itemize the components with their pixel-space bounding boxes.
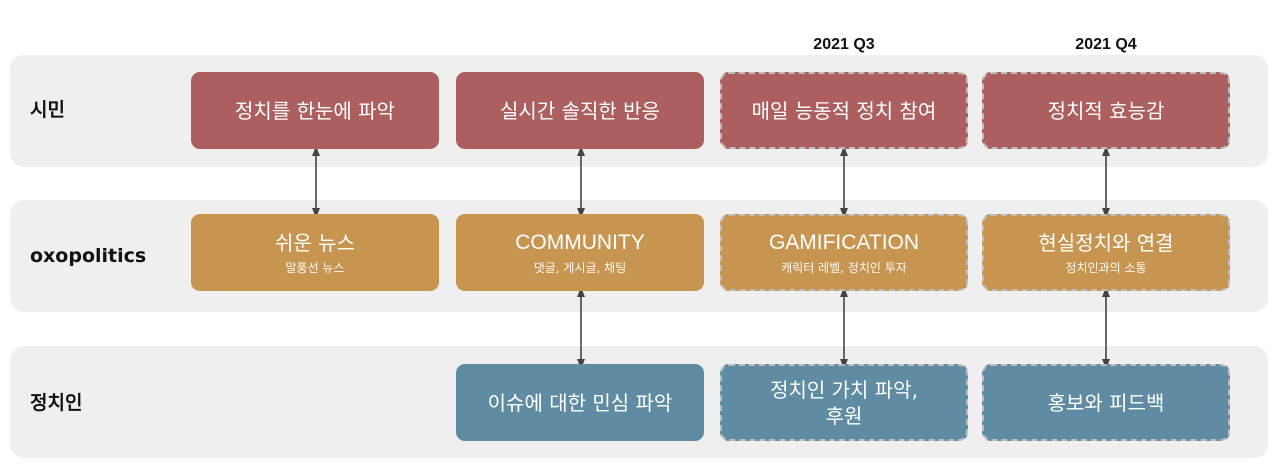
row-label-citizen: 시민 bbox=[30, 99, 65, 121]
platform-box-3-subtitle: 캐릭터 레벨, 정치인 투자 bbox=[781, 261, 907, 276]
platform-box-1: 쉬운 뉴스 말풍선 뉴스 bbox=[191, 214, 439, 291]
citizen-box-1-title: 정치를 한눈에 파악 bbox=[235, 98, 395, 123]
citizen-box-4: 정치적 효능감 bbox=[982, 72, 1230, 149]
platform-box-4-subtitle: 정치인과의 소통 bbox=[1065, 260, 1147, 275]
quarter-label-q3: 2021 Q3 bbox=[813, 36, 875, 53]
platform-box-3: GAMIFICATION 캐릭터 레벨, 정치인 투자 bbox=[720, 214, 968, 291]
platform-box-2-subtitle: 댓글, 게시글, 채팅 bbox=[533, 261, 627, 276]
citizen-box-3: 매일 능동적 정치 참여 bbox=[720, 72, 968, 149]
platform-box-1-title: 쉬운 뉴스 bbox=[275, 230, 355, 255]
politician-box-3: 홍보와 피드백 bbox=[982, 364, 1230, 441]
platform-box-4: 현실정치와 연결 정치인과의 소통 bbox=[982, 214, 1230, 291]
citizen-box-1: 정치를 한눈에 파악 bbox=[191, 72, 439, 149]
platform-box-3-title: GAMIFICATION bbox=[768, 230, 920, 254]
citizen-box-2-title: 실시간 솔직한 반응 bbox=[500, 98, 660, 123]
politician-box-1: 이슈에 대한 민심 파악 bbox=[456, 364, 704, 441]
citizen-box-4-title: 정치적 효능감 bbox=[1047, 98, 1165, 123]
platform-box-4-title: 현실정치와 연결 bbox=[1038, 230, 1174, 255]
platform-box-2-title: COMMUNITY bbox=[515, 230, 645, 254]
citizen-box-3-title: 매일 능동적 정치 참여 bbox=[751, 98, 937, 123]
quarter-label-q4: 2021 Q4 bbox=[1075, 36, 1137, 53]
row-label-platform: oxopolitics bbox=[30, 245, 147, 267]
platform-box-2: COMMUNITY 댓글, 게시글, 채팅 bbox=[456, 214, 704, 291]
row-label-politician: 정치인 bbox=[30, 392, 83, 414]
politician-box-2: 정치인 가치 파악, 후원 bbox=[720, 364, 968, 441]
citizen-box-2: 실시간 솔직한 반응 bbox=[456, 72, 704, 149]
platform-box-1-subtitle: 말풍선 뉴스 bbox=[285, 260, 345, 275]
politician-box-1-title: 이슈에 대한 민심 파악 bbox=[487, 390, 673, 415]
politician-box-3-title: 홍보와 피드백 bbox=[1047, 390, 1165, 415]
politician-box-2-title: 정치인 가치 파악, 후원 bbox=[770, 377, 918, 428]
